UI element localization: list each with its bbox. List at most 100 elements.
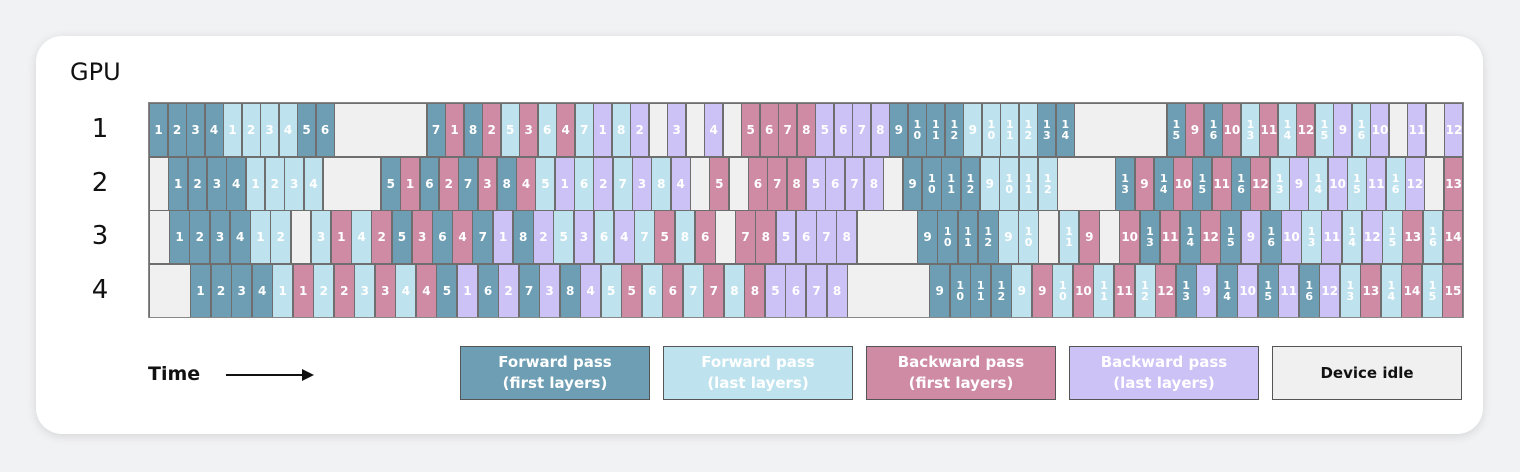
backward-first-cell: 3 — [477, 156, 498, 211]
device-idle-cell — [847, 263, 930, 317]
forward-first-cell: 1 1 — [926, 103, 946, 157]
forward-first-cell: 8 — [463, 103, 483, 157]
forward-first-cell: 1 — [169, 210, 190, 264]
backward-last-cell: 11 — [1321, 210, 1343, 264]
backward-last-cell: 2 — [593, 156, 614, 211]
gpu-row-label: 4 — [91, 274, 109, 305]
device-idle-cell — [149, 210, 170, 264]
backward-last-cell: 3 — [539, 263, 561, 317]
backward-first-cell: 13 — [1443, 156, 1463, 211]
forward-first-cell: 1 6 — [1203, 103, 1223, 157]
backward-first-cell: 13 — [1360, 263, 1382, 317]
forward-last-cell: 2 — [313, 263, 335, 317]
forward-last-cell: 7 — [634, 210, 655, 264]
backward-last-cell: 9 — [1196, 263, 1218, 317]
backward-last-cell: 11 — [1407, 103, 1427, 157]
backward-last-cell: 3 — [667, 103, 687, 157]
forward-last-cell: 4 — [303, 156, 324, 211]
forward-last-cell: 1 1 — [1018, 156, 1039, 211]
backward-first-cell: 12 — [1250, 156, 1271, 211]
backward-last-cell: 4 — [580, 263, 602, 317]
forward-last-cell: 1 1 — [1093, 263, 1115, 317]
forward-last-cell: 5 — [500, 103, 520, 157]
device-idle-cell — [149, 263, 191, 317]
backward-last-cell: 5 — [806, 156, 826, 211]
backward-last-cell: 9 — [1289, 156, 1309, 211]
legend-backward-first: Backward pass (first layers) — [866, 346, 1056, 400]
forward-last-cell: 7 — [574, 103, 594, 157]
forward-last-cell: 1 1 — [1058, 210, 1080, 264]
forward-last-cell: 1 0 — [1018, 210, 1039, 264]
backward-first-cell: 11 — [1211, 156, 1232, 211]
backward-first-cell: 10 — [1119, 210, 1141, 264]
forward-last-cell: 1 — [245, 156, 266, 211]
forward-first-cell: 1 0 — [907, 103, 927, 157]
forward-first-cell: 6 — [315, 103, 335, 157]
forward-first-cell: 4 — [204, 103, 224, 157]
backward-first-cell: 6 — [662, 263, 684, 317]
forward-first-cell: 8 — [496, 156, 517, 211]
time-arrow-icon — [226, 369, 314, 381]
backward-first-cell: 6 — [694, 210, 716, 264]
forward-first-cell: 9 — [902, 156, 923, 211]
forward-first-cell: 9 — [929, 263, 951, 317]
forward-last-cell: 1 1 — [1000, 103, 1020, 157]
forward-last-cell: 6 — [574, 156, 594, 211]
forward-first-cell: 1 1 — [941, 156, 962, 211]
device-idle-cell — [648, 103, 668, 157]
time-axis-label: Time — [148, 363, 201, 385]
backward-last-cell: 11 — [1278, 263, 1300, 317]
backward-first-cell: 12 — [1200, 210, 1221, 264]
forward-last-cell: 1 3 — [1240, 103, 1260, 157]
backward-first-cell: 4 — [556, 103, 576, 157]
forward-last-cell: 3 — [310, 210, 332, 264]
backward-last-cell: 9 — [1240, 210, 1262, 264]
backward-first-cell: 7 — [778, 103, 798, 157]
device-idle-cell — [1424, 156, 1445, 211]
forward-last-cell: 6 — [641, 263, 663, 317]
forward-last-cell: 5 — [600, 263, 622, 317]
device-idle-cell — [1425, 103, 1445, 157]
backward-first-cell: 4 — [516, 156, 536, 211]
device-idle-cell — [334, 103, 428, 157]
forward-last-cell: 4 — [395, 263, 417, 317]
backward-last-cell: 6 — [795, 210, 817, 264]
forward-first-cell: 3 — [206, 156, 227, 211]
forward-first-cell: 1 5 — [1257, 263, 1279, 317]
forward-first-cell: 5 — [436, 263, 458, 317]
forward-first-cell: 1 5 — [1166, 103, 1186, 157]
forward-last-cell: 1 4 — [1341, 210, 1363, 264]
forward-last-cell: 6 — [537, 103, 557, 157]
backward-first-cell: 9 — [1078, 210, 1100, 264]
backward-last-cell: 2 — [533, 210, 554, 264]
legend-backward-last: Backward pass (last layers) — [1069, 346, 1259, 400]
forward-first-cell: 1 5 — [1220, 210, 1242, 264]
gpu-row-label: 1 — [91, 114, 109, 144]
forward-first-cell: 1 0 — [937, 210, 959, 264]
backward-first-cell: 12 — [1155, 263, 1177, 317]
forward-last-cell: 9 — [998, 210, 1019, 264]
forward-first-cell: 1 6 — [1298, 263, 1320, 317]
forward-last-cell: 1 — [223, 103, 243, 157]
backward-first-cell: 7 — [767, 156, 788, 211]
forward-last-cell: 1 3 — [1339, 263, 1361, 317]
backward-first-cell: 1 — [330, 210, 352, 264]
forward-first-cell: 1 1 — [957, 210, 979, 264]
forward-last-cell: 5 — [535, 156, 556, 211]
forward-first-cell: 6 — [419, 156, 440, 211]
backward-first-cell: 3 — [411, 210, 433, 264]
forward-first-cell: 1 4 — [1055, 103, 1075, 157]
forward-last-cell: 8 — [723, 263, 745, 317]
backward-last-cell: 12 — [1444, 103, 1463, 157]
forward-first-cell: 1 — [168, 156, 189, 211]
forward-last-cell: 2 — [241, 103, 261, 157]
forward-first-cell: 1 2 — [944, 103, 964, 157]
device-idle-cell — [290, 210, 312, 264]
forward-first-cell: 5 — [380, 156, 401, 211]
backward-first-cell: 5 — [709, 156, 730, 211]
forward-last-cell: 1 0 — [999, 156, 1020, 211]
backward-last-cell: 10 — [1237, 263, 1259, 317]
forward-last-cell: 9 — [979, 156, 1000, 211]
backward-last-cell: 6 — [833, 103, 853, 157]
forward-first-cell: 2 — [210, 263, 232, 317]
